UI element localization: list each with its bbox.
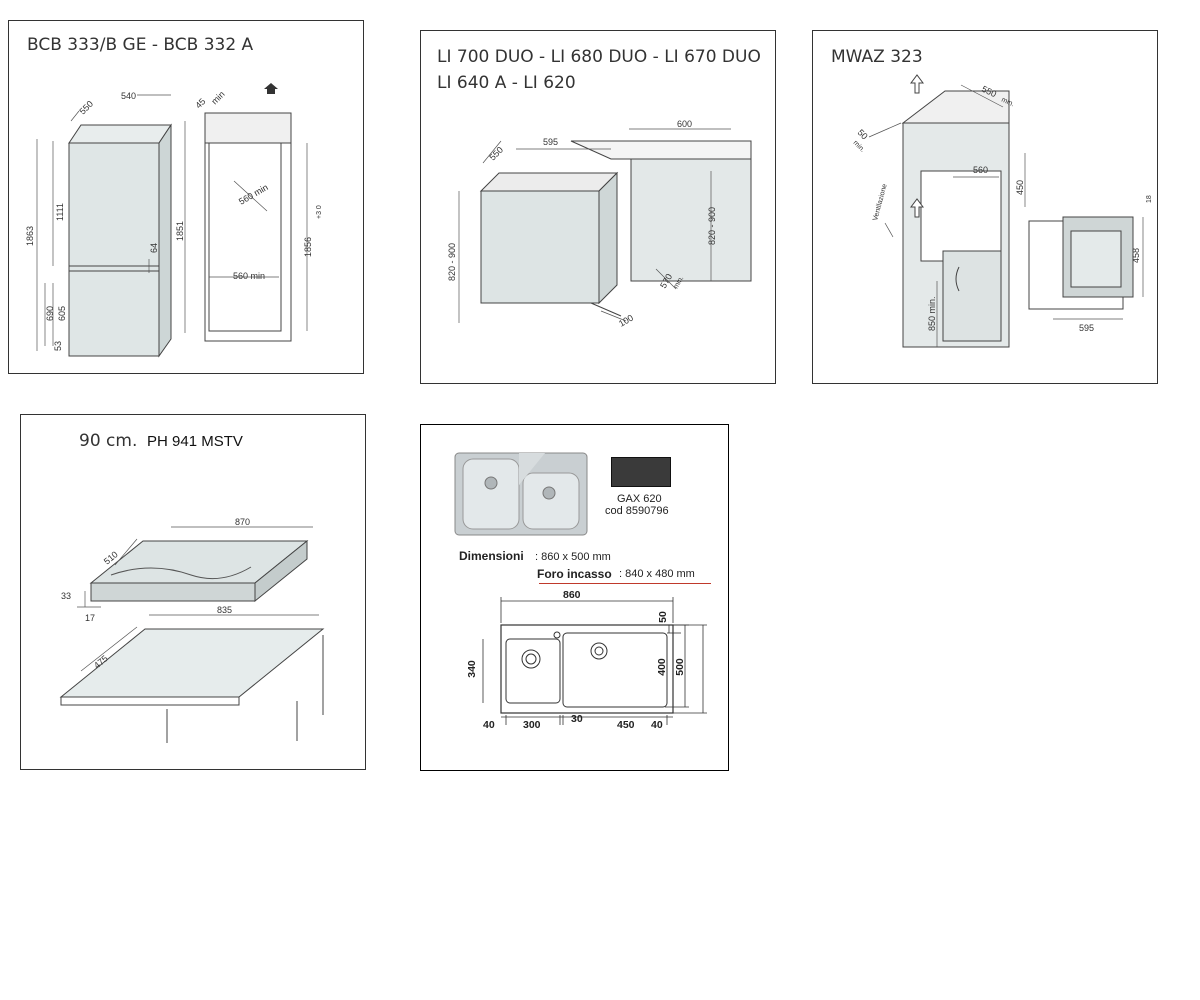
dishwasher-dim-820-right: 820 - 900: [707, 207, 717, 245]
hob-dim-17: 17: [85, 613, 95, 623]
fridge-dim-1851: 1851: [175, 221, 185, 241]
hob-title-model: PH 941 MSTV: [147, 433, 243, 450]
oven-dim-595: 595: [1079, 323, 1094, 333]
cutout-value: : 840 x 480 mm: [619, 568, 695, 580]
dishwasher-drawing: 550 595 600 820 - 900 820 - 900 570 min.…: [447, 119, 752, 329]
sink-panel: GAX 620 cod 8590796 Dimensioni : 860 x 5…: [420, 424, 729, 771]
dishwasher-title-line2: LI 640 A - LI 620: [437, 73, 576, 93]
sink-dim-450: 450: [617, 719, 635, 731]
hob-drawing: 870 510 33 17 835 475: [59, 517, 325, 743]
sink-dim-500: 500: [673, 658, 686, 676]
oven-panel: MWAZ 323 550 min. 50 min. 560 450 Ventil…: [812, 30, 1158, 384]
dimensions-value: : 860 x 500 mm: [535, 551, 611, 563]
sink-technical-drawing: [482, 597, 707, 725]
dishwasher-dim-600: 600: [677, 119, 692, 129]
fridge-title: BCB 333/B GE - BCB 332 A: [27, 35, 254, 55]
fridge-drawing: 550 540 45 min 1863 1111 64 1851 690 605…: [25, 83, 323, 358]
oven-dim-ventilation: Ventilazione: [872, 183, 889, 221]
sink-dim-40-right: 40: [651, 719, 663, 731]
cutout-label: Foro incasso: [537, 567, 612, 581]
fridge-dim-1856: 1856: [303, 237, 313, 257]
oven-dim-458: 458: [1131, 248, 1141, 263]
dishwasher-dim-550: 550: [487, 145, 505, 163]
fridge-panel: BCB 333/B GE - BCB 332 A 550 540: [8, 20, 364, 374]
fridge-dim-45: 45: [193, 96, 207, 110]
sink-dim-40-left: 40: [483, 719, 495, 731]
oven-dim-min: min.: [1000, 96, 1015, 108]
fridge-dim-550: 550: [77, 99, 95, 117]
sink-dim-300: 300: [523, 719, 541, 731]
fridge-dim-53: 53: [53, 341, 63, 351]
color-cod-number: cod 8590796: [605, 505, 669, 517]
fridge-dim-1863: 1863: [25, 226, 35, 246]
fridge-dim-64: 64: [149, 243, 159, 253]
sink-dim-400: 400: [655, 658, 668, 676]
hob-dim-870: 870: [235, 517, 250, 527]
fridge-dim-1111: 1111: [55, 203, 65, 221]
fridge-dim-690: 690: [45, 306, 55, 321]
dishwasher-panel: LI 700 DUO - LI 680 DUO - LI 670 DUO LI …: [420, 30, 776, 384]
hob-dim-835: 835: [217, 605, 232, 615]
hob-dim-33: 33: [61, 591, 71, 601]
fridge-dim-540: 540: [121, 91, 136, 101]
sink-photo: [454, 452, 588, 536]
dishwasher-dim-595: 595: [543, 137, 558, 147]
oven-dim-560: 560: [973, 165, 988, 175]
sink-dim-340: 340: [465, 660, 478, 678]
oven-dim-18: 18: [1146, 195, 1153, 203]
oven-drawing: 550 min. 50 min. 560 450 Ventilazione 85…: [852, 74, 1153, 348]
fridge-dim-605: 605: [57, 306, 67, 321]
oven-dim-850: 850 min.: [927, 296, 937, 331]
oven-title: MWAZ 323: [831, 47, 923, 67]
fridge-dim-min: min: [209, 89, 226, 106]
hob-title-size: 90 cm.: [79, 431, 138, 451]
oven-dim-50-min: min.: [852, 139, 866, 153]
sink-dim-50: 50: [656, 611, 669, 623]
fridge-dim-tolerance: +3 0: [316, 205, 323, 219]
oven-dim-450: 450: [1015, 180, 1025, 195]
color-swatch: [611, 457, 671, 487]
sink-dim-860: 860: [563, 589, 581, 601]
sink-dim-30: 30: [571, 713, 583, 725]
fridge-dim-560-width: 560 min: [233, 271, 265, 281]
cutout-underline: [539, 583, 711, 584]
dimensions-label: Dimensioni: [459, 549, 524, 563]
hob-panel: 90 cm. PH 941 MSTV 870 510 33 17 835 475: [20, 414, 366, 770]
color-code: GAX 620: [617, 493, 662, 505]
dishwasher-dim-820-left: 820 - 900: [447, 243, 457, 281]
dishwasher-title-line1: LI 700 DUO - LI 680 DUO - LI 670 DUO: [437, 47, 761, 67]
